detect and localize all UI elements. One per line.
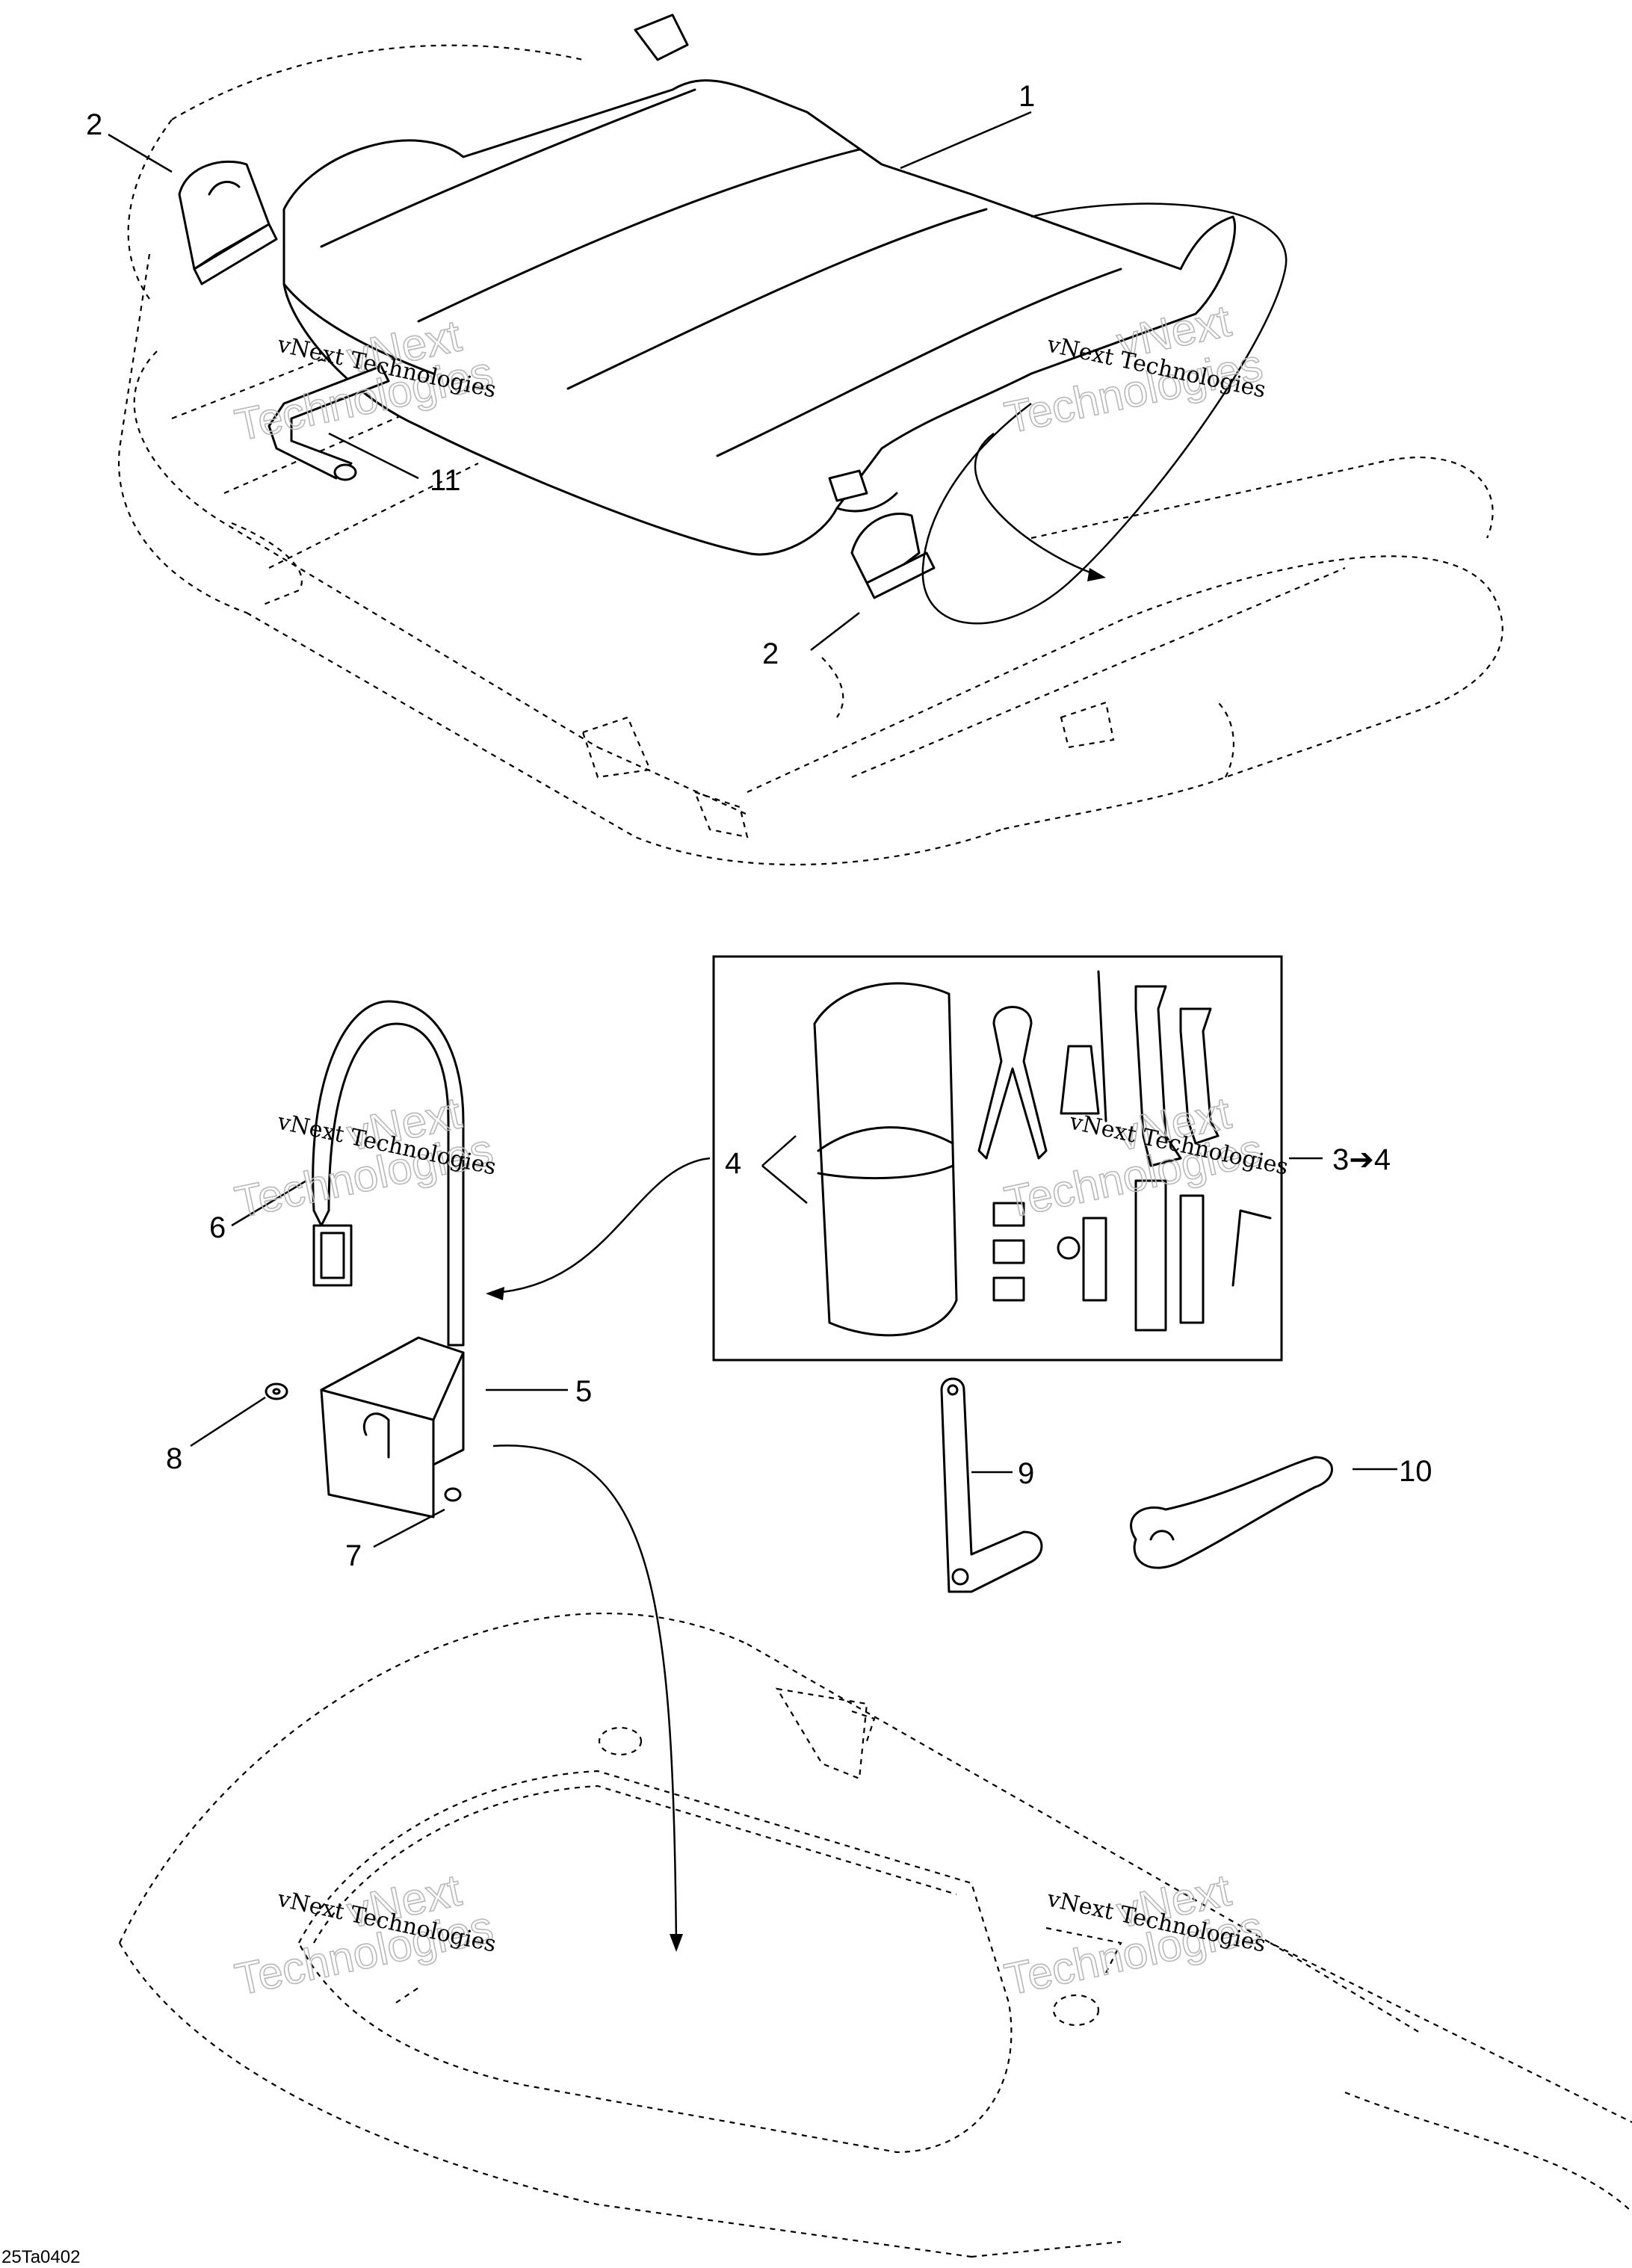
l-key-part-11 bbox=[268, 365, 390, 481]
screwdriver-icon bbox=[1060, 970, 1107, 1122]
arrow-bag-to-holder bbox=[492, 1157, 711, 1294]
leader-lines bbox=[108, 111, 1397, 1548]
socket-wrench-large-icon bbox=[1134, 1179, 1167, 1332]
pliers-icon bbox=[977, 1006, 1048, 1160]
seat-latch-right bbox=[850, 512, 936, 599]
washer-part-8 bbox=[265, 1382, 288, 1400]
socket-wrench-small-icon bbox=[1179, 1194, 1205, 1324]
strap-part-6 bbox=[312, 1000, 465, 1347]
arrow-holder-to-body bbox=[492, 1444, 678, 1944]
body-outline-bottom bbox=[119, 1612, 1632, 2258]
arrow-holder-to-body-head bbox=[670, 1934, 683, 1952]
callout-8: 8 bbox=[166, 1442, 182, 1475]
hex-key-icon bbox=[1231, 1209, 1272, 1287]
seat-detail-ellipse bbox=[921, 203, 1288, 625]
arrow-seat-detail bbox=[974, 433, 1099, 577]
callout-10: 10 bbox=[1399, 1455, 1432, 1488]
tool-bag-part-4 bbox=[813, 982, 958, 1337]
callout-4: 4 bbox=[725, 1147, 741, 1180]
seat bbox=[282, 13, 1237, 556]
open-end-wrench-large-icon bbox=[1134, 985, 1182, 1167]
figure-id: 25Ta0402 bbox=[1, 2247, 80, 2267]
callout-5: 5 bbox=[575, 1375, 592, 1408]
holder-part-5 bbox=[320, 1336, 465, 1518]
callout-11: 11 bbox=[430, 464, 461, 497]
callout-2-right: 2 bbox=[762, 637, 779, 670]
fuses-icon bbox=[992, 1202, 1025, 1302]
seat-latch-left bbox=[178, 160, 278, 285]
arrow-bag-to-holder-head bbox=[486, 1287, 504, 1300]
watermark-bottom-left: vNext Technologies vNext Technologies bbox=[230, 1864, 498, 2005]
callout-9: 9 bbox=[1018, 1457, 1034, 1490]
watermark-bottom-right: vNext Technologies vNext Technologies bbox=[1000, 1864, 1268, 2005]
callout-6: 6 bbox=[209, 1211, 226, 1244]
spark-plug-tester-icon bbox=[1057, 1217, 1107, 1302]
open-end-wrench-small-icon bbox=[1179, 1007, 1220, 1145]
arrow-seat-detail-head bbox=[1087, 568, 1106, 581]
callout-3-to-4: 3➔4 bbox=[1332, 1143, 1391, 1176]
callout-2-left: 2 bbox=[86, 108, 102, 141]
screw-part-7 bbox=[444, 1487, 462, 1502]
spanner-part-10 bbox=[1130, 1456, 1333, 1569]
callout-7: 7 bbox=[345, 1539, 362, 1572]
tool-part-9 bbox=[940, 1377, 1043, 1593]
callout-1: 1 bbox=[1019, 80, 1035, 113]
